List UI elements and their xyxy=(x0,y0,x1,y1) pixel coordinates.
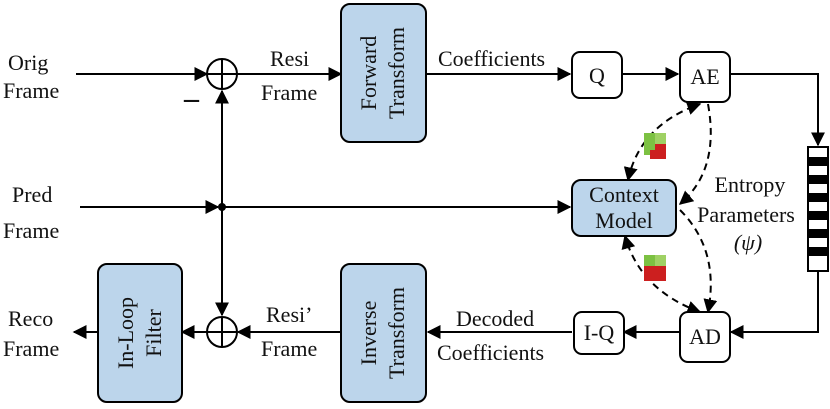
inverse-transform-label-2: Transform xyxy=(384,287,409,379)
pred-frame-label-1: Pred xyxy=(12,182,52,207)
reco-frame-label-2: Frame xyxy=(3,336,59,361)
iq-block xyxy=(573,311,625,355)
inverse-transform-label-1: Inverse xyxy=(356,301,381,366)
context-model-label-2: Model xyxy=(595,208,652,233)
pred-frame-label-2: Frame xyxy=(3,218,59,243)
entropy-parameters-label-1: Entropy xyxy=(715,172,786,197)
ae-to-bitstream-arrow xyxy=(730,73,825,147)
probability-icon-upper xyxy=(644,133,666,159)
orig-frame-label-1: Orig xyxy=(8,50,48,75)
pred-junction-dot xyxy=(218,203,226,211)
iq-label: I-Q xyxy=(584,320,615,345)
minus-sign: – xyxy=(183,82,200,115)
bitstream-icon xyxy=(807,146,829,272)
resi-prime-frame-label-2: Frame xyxy=(261,336,317,361)
decoded-coefficients-label-2: Coefficients xyxy=(437,340,544,365)
decoded-coefficients-label-1: Decoded xyxy=(456,306,534,331)
resi-prime-frame-label-1: Resi’ xyxy=(266,302,312,327)
lower-summation-node xyxy=(206,316,238,348)
q-block xyxy=(571,51,623,99)
context-to-ad-dashed xyxy=(679,209,718,314)
in-loop-filter-block xyxy=(97,263,183,403)
upper-summation-node xyxy=(206,58,238,90)
coefficients-label: Coefficients xyxy=(438,46,545,71)
forward-transform-label-1: Forward xyxy=(356,36,381,111)
orig-frame-label-2: Frame xyxy=(3,78,59,103)
resi-frame-label-1: Resi xyxy=(270,46,309,71)
resi-frame-label-2: Frame xyxy=(261,80,317,105)
ae-label: AE xyxy=(690,64,719,89)
forward-transform-label-2: Transform xyxy=(384,27,409,119)
ae-to-context-dashed xyxy=(678,103,712,205)
ad-label: AD xyxy=(689,324,721,349)
ae-block xyxy=(679,51,731,103)
q-label: Q xyxy=(589,63,605,88)
reco-frame-label-1: Reco xyxy=(8,306,53,331)
ad-block xyxy=(679,311,731,363)
bitstream-to-ad-arrow xyxy=(729,271,819,339)
probability-icon-lower xyxy=(644,255,666,281)
entropy-parameters-label-2: Parameters xyxy=(697,202,795,227)
context-model-block xyxy=(571,179,677,237)
forward-transform-block xyxy=(340,3,427,143)
ad-to-context-dashed xyxy=(621,234,702,315)
entropy-parameters-label-3: (ψ) xyxy=(734,230,762,255)
in-loop-filter-label-2: Filter xyxy=(141,308,166,356)
context-model-label-1: Context xyxy=(589,182,659,207)
in-loop-filter-label-1: In-Loop xyxy=(113,297,138,369)
inverse-transform-block xyxy=(340,263,427,403)
